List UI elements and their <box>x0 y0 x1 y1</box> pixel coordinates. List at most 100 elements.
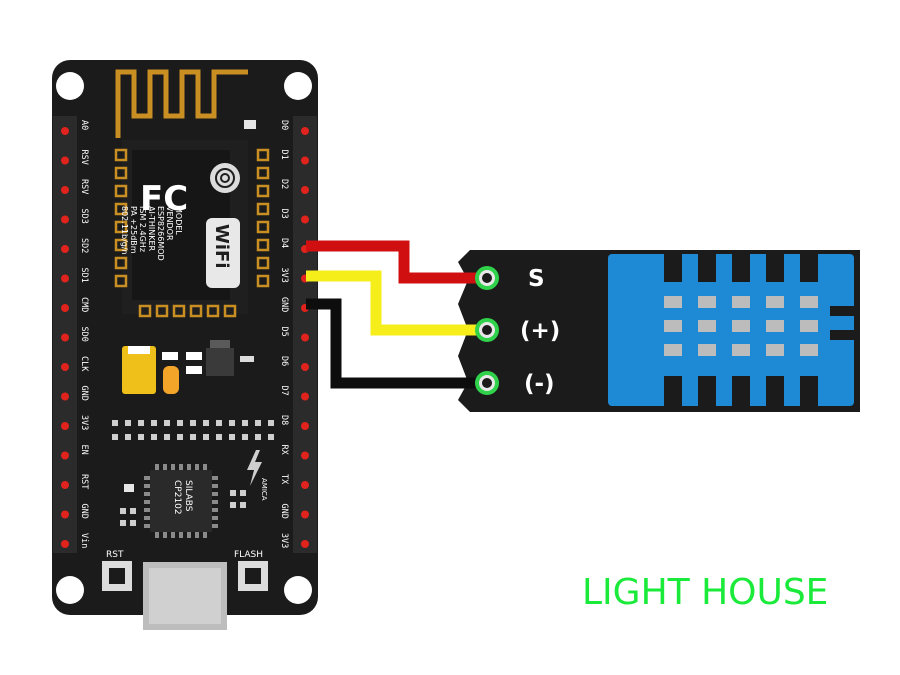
right-header-pin <box>301 186 309 194</box>
pad-rows <box>112 420 274 440</box>
smd-pad <box>203 420 209 426</box>
right-header-pin <box>301 156 309 165</box>
wifi-logo: WiFi <box>211 224 232 269</box>
right-header-pin <box>301 127 309 135</box>
left-header-pin <box>61 540 69 548</box>
wire-signal <box>306 240 478 284</box>
module-pad <box>256 256 270 270</box>
rst-label: RST <box>106 550 124 560</box>
smd-pad <box>190 434 196 440</box>
module-pad <box>256 184 270 198</box>
brand-mark: AMICA <box>260 478 268 501</box>
module-pads-left <box>114 148 128 288</box>
right-header-pin <box>301 392 309 401</box>
grille-side-slot <box>830 330 854 340</box>
left-pin-label: RSV <box>79 179 89 194</box>
module-text-line: ISM 2.4GHz <box>138 206 147 252</box>
left-header-pin <box>61 510 69 519</box>
grille-slot <box>766 254 784 282</box>
grille-slot <box>664 376 682 406</box>
module-text-line: 802.11b/g/n <box>120 206 129 255</box>
left-pin-label: RSV <box>79 150 89 165</box>
mounting-hole <box>284 72 312 100</box>
grille-slot <box>732 376 750 406</box>
grille-slot <box>664 254 682 282</box>
chip-leg <box>171 532 175 538</box>
right-pin-label: RX <box>279 445 289 456</box>
module-pad <box>114 166 128 180</box>
wifi-logo-badge <box>206 218 240 288</box>
right-pin-label: D4 <box>279 238 289 248</box>
fingerprint-core <box>220 173 230 183</box>
grille-cell <box>800 344 818 356</box>
smd-part <box>120 520 126 526</box>
sensor-pin-gnd <box>475 371 499 395</box>
right-header-pin <box>301 422 309 430</box>
left-header-pin <box>61 215 69 224</box>
mounting-hole <box>56 576 84 604</box>
smd-pad <box>164 434 170 440</box>
grille-cell <box>766 320 784 332</box>
sensor-pin-label-s: S <box>528 266 545 292</box>
chip-leg <box>144 500 150 504</box>
grille-cell <box>698 344 716 356</box>
flash-button-cap[interactable] <box>245 568 261 584</box>
capacitor-cap <box>128 346 150 354</box>
grille-cell <box>800 296 818 308</box>
grille-slot <box>732 254 750 282</box>
grille-cell <box>732 296 750 308</box>
chip-leg <box>195 532 199 538</box>
right-header-pin <box>301 363 309 371</box>
sensor-pin-s <box>475 266 499 290</box>
wire-vcc <box>306 270 478 336</box>
right-pin-label: TX <box>279 474 289 485</box>
chip-leg <box>187 464 191 470</box>
smd-pad <box>125 434 131 440</box>
left-pin-label: A0 <box>79 120 89 130</box>
smd-pad <box>125 420 131 426</box>
rst-button-cap[interactable] <box>109 568 125 584</box>
smd-pad <box>151 420 157 426</box>
module-pad <box>138 304 152 318</box>
chip-leg <box>163 464 167 470</box>
right-pin-label: D0 <box>279 120 289 130</box>
right-pin-label: D5 <box>279 327 289 337</box>
smd-pad <box>151 434 157 440</box>
module-pad <box>206 304 220 318</box>
chip-leg <box>144 492 150 496</box>
smd-pad <box>229 434 235 440</box>
module-pad <box>114 274 128 288</box>
module-pad <box>189 304 203 318</box>
smd-part <box>120 508 126 514</box>
grille-cell <box>732 320 750 332</box>
grille-cell <box>664 320 682 332</box>
smd-part <box>240 356 254 362</box>
chip-leg <box>144 524 150 528</box>
smd-pad <box>164 420 170 426</box>
smd-pad <box>242 434 248 440</box>
sensor-grille <box>664 254 854 406</box>
module-text-line: AI-THINKER <box>147 206 156 252</box>
module-pad <box>223 304 237 318</box>
left-header-pin <box>61 422 69 430</box>
smd-pad <box>216 434 222 440</box>
left-header-pin <box>61 127 69 135</box>
module-pads-right <box>256 148 270 288</box>
right-header-pin <box>301 451 309 460</box>
chip-leg <box>212 524 218 528</box>
right-pin-label: GND <box>279 297 289 312</box>
fingerprint-icon <box>210 163 240 193</box>
voltage-regulator <box>206 348 234 376</box>
smd-part <box>230 490 236 496</box>
right-header-pin <box>301 333 309 342</box>
right-header-pin <box>301 481 309 489</box>
module-pad <box>256 166 270 180</box>
grille-slot <box>766 376 784 406</box>
module-pad <box>256 148 270 162</box>
module-text-block: MODELVENDORESP8266MODAI-THINKERISM 2.4GH… <box>120 206 183 261</box>
chip-leg <box>203 532 207 538</box>
usb-uart-chip <box>150 470 212 532</box>
chip-leg <box>155 532 159 538</box>
left-header-pin <box>61 363 69 371</box>
